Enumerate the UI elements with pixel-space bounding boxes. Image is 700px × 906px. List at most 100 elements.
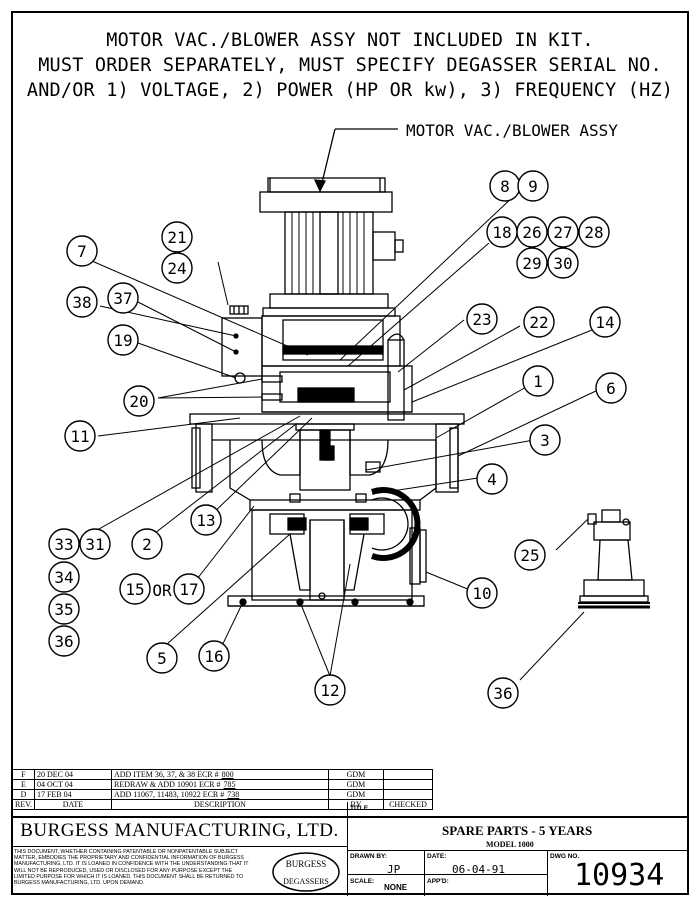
- balloon-b36a-label: 36: [54, 632, 73, 651]
- scale-label: SCALE:: [350, 878, 375, 885]
- balloon-b31-label: 31: [85, 535, 104, 554]
- or-label: OR: [152, 581, 172, 600]
- balloon-b22-circle: [523, 306, 555, 338]
- rev-by: GDM: [327, 789, 384, 800]
- rev-checked: [382, 789, 433, 800]
- balloon-b26-label: 26: [522, 223, 541, 242]
- balloon-b13-circle: [190, 504, 222, 536]
- balloon-b35-circle: [48, 593, 80, 625]
- rev-ecr-number: 785: [223, 780, 236, 789]
- balloon-b14-label: 14: [595, 313, 614, 332]
- balloon-b16-circle: [198, 640, 230, 672]
- balloon-b23-label: 23: [472, 310, 491, 329]
- balloon-b17-label: 17: [179, 580, 198, 599]
- balloon-b5-label: 5: [157, 649, 167, 668]
- date-col-divider: [424, 850, 425, 896]
- burgess-logo: BURGESS DEGASSERS: [272, 852, 340, 892]
- balloon-b26-circle: [516, 216, 548, 248]
- balloon-b15-circle: [119, 573, 151, 605]
- item-25-inset: [578, 509, 650, 609]
- balloon-b12-circle: [314, 674, 346, 706]
- balloon-b38-circle: [66, 286, 98, 318]
- logo-top-text: BURGESS: [286, 859, 327, 869]
- control-box: [221, 305, 283, 401]
- balloon-b17-circle: [173, 573, 205, 605]
- balloon-b38-label: 38: [72, 293, 91, 312]
- title-label: TITLE: [350, 805, 369, 812]
- balloon-b11-label: 11: [70, 427, 89, 446]
- motor-arrowhead: [313, 179, 327, 193]
- balloon-b36b-label: 36: [493, 684, 512, 703]
- note-line-3: AND/OR 1) VOLTAGE, 2) POWER (HP OR kw), …: [26, 80, 674, 101]
- balloon-b14-circle: [589, 306, 621, 338]
- rev-desc-text: ADD ITEM 36, 37, & 38 ECR #: [113, 770, 219, 779]
- dwg-no-value: 10934: [574, 858, 665, 893]
- rev-by: GDM: [327, 769, 384, 780]
- balloon-b11-circle: [64, 420, 96, 452]
- balloon-b1-circle: [522, 365, 554, 397]
- blower-housing: [261, 315, 413, 421]
- balloon-b20-circle: [123, 385, 155, 417]
- rev-checked: [382, 769, 433, 780]
- rev-letter: D: [12, 789, 35, 800]
- dwg-col-divider: [547, 850, 548, 896]
- balloon-b21-circle: [161, 221, 193, 253]
- drawn-by-label: DRAWN BY:: [350, 853, 388, 860]
- motor-vac-blower: [259, 177, 404, 317]
- balloon-b18-label: 18: [492, 223, 511, 242]
- title-block: BURGESS MANUFACTURING, LTD. THIS DOCUMEN…: [12, 802, 688, 896]
- balloon-b20-label: 20: [129, 392, 148, 411]
- rev-date: 20 DEC 04: [33, 769, 112, 780]
- balloon-b28-label: 28: [584, 223, 603, 242]
- balloon-b36a-circle: [48, 625, 80, 657]
- balloon-b30-circle: [547, 247, 579, 279]
- balloon-b27-circle: [547, 216, 579, 248]
- rev-description: ADD ITEM 36, 37, & 38 ECR #800: [110, 769, 329, 780]
- date-value: 06-04-91: [452, 863, 505, 876]
- balloon-b36b-circle: [487, 677, 519, 709]
- title-vertical-divider: [347, 802, 348, 896]
- balloon-b6-label: 6: [606, 379, 616, 398]
- balloon-b10-label: 10: [472, 584, 491, 603]
- rev-by: GDM: [327, 779, 384, 790]
- balloon-b31-circle: [79, 528, 111, 560]
- balloon-b19-label: 19: [113, 331, 132, 350]
- balloon-b34-circle: [48, 561, 80, 593]
- balloon-b3-label: 3: [540, 431, 550, 450]
- drawn-by-value: JP: [387, 863, 401, 876]
- balloon-b29-circle: [516, 247, 548, 279]
- rev-description: ADD 11067, 11483, 10922 ECR #738: [110, 789, 329, 800]
- drawing-subtitle: MODEL 1000: [486, 840, 534, 849]
- company-divider: [12, 846, 347, 847]
- scale-value: NONE: [384, 883, 408, 892]
- balloon-b19-circle: [107, 324, 139, 356]
- rev-checked: [382, 779, 433, 790]
- balloon-b37-circle: [107, 282, 139, 314]
- balloon-b27-label: 27: [553, 223, 572, 242]
- rev-desc-text: REDRAW & ADD 10901 ECR #: [113, 780, 221, 789]
- description-header: DESCRIPTION: [110, 799, 329, 810]
- confidential-notice: THIS DOCUMENT, WHETHER CONTAINING PATENT…: [14, 849, 249, 887]
- balloon-b5-circle: [146, 642, 178, 674]
- note-line-2: MUST ORDER SEPARATELY, MUST SPECIFY DEGA…: [38, 55, 662, 76]
- rev-desc-text: ADD 11067, 11483, 10922 ECR #: [113, 790, 225, 799]
- motor-callout-label: MOTOR VAC./BLOWER ASSY: [406, 121, 618, 140]
- balloon-b10-circle: [466, 577, 498, 609]
- balloon-b25-circle: [514, 539, 546, 571]
- balloon-b13-label: 13: [196, 511, 215, 530]
- balloon-b4-circle: [476, 463, 508, 495]
- rev-ecr-number: 738: [227, 790, 240, 799]
- balloon-b29-label: 29: [522, 254, 541, 273]
- balloon-b37-label: 37: [113, 289, 132, 308]
- balloon-b35-label: 35: [54, 600, 73, 619]
- balloon-b21-label: 21: [167, 228, 186, 247]
- balloon-b23-circle: [466, 303, 498, 335]
- balloon-b8-label: 8: [500, 177, 510, 196]
- balloon-b33-label: 33: [54, 535, 73, 554]
- date-label: DATE:: [427, 853, 447, 860]
- balloon-b24-circle: [161, 252, 193, 284]
- balloon-b2-label: 2: [142, 535, 152, 554]
